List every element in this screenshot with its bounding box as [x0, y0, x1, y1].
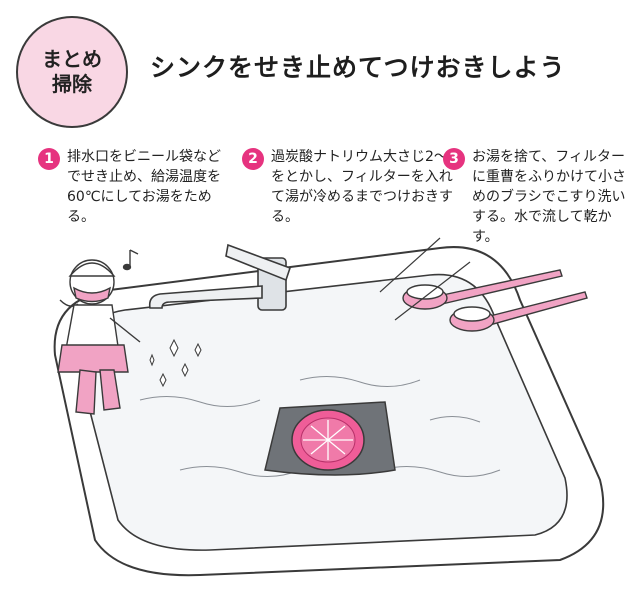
step-2-text: 過炭酸ナトリウム大さじ2〜3をとかし、フィルターを入れて湯が冷めるまでつけおきす… [271, 149, 457, 225]
step-2-number: 2 [242, 148, 264, 170]
measuring-spoon-icon [402, 269, 588, 332]
faucet-icon [148, 243, 292, 311]
music-note-icon [122, 249, 139, 271]
step-2: 2 過炭酸ナトリウム大さじ2〜3をとかし、フィルターを入れて湯が冷めるまでつけお… [242, 147, 459, 227]
water-lines [139, 376, 501, 477]
sparkle-icon [149, 338, 202, 388]
drain-filter-icon [291, 409, 365, 471]
step-3-number: 3 [443, 148, 465, 170]
step-1: 1 排水口をビニール袋などでせき止め、給湯温度を60℃にしてお湯をためる。 [38, 147, 225, 227]
character-figure [57, 259, 141, 415]
summary-badge: まとめ 掃除 [16, 16, 128, 128]
step-3-text: お湯を捨て、フィルターに重曹をふりかけて小さめのブラシでこすり洗いする。水で流し… [472, 149, 626, 245]
motion-lines [379, 237, 471, 321]
step-1-number: 1 [38, 148, 60, 170]
page-title: シンクをせき止めてつけおきしよう [150, 53, 566, 82]
step-1-text: 排水口をビニール袋などでせき止め、給湯温度を60℃にしてお湯をためる。 [67, 149, 221, 225]
badge-line-1: まとめ [42, 47, 102, 71]
badge-line-2: 掃除 [52, 72, 92, 96]
step-3: 3 お湯を捨て、フィルターに重曹をふりかけて小さめのブラシでこすり洗いする。水で… [443, 147, 630, 247]
